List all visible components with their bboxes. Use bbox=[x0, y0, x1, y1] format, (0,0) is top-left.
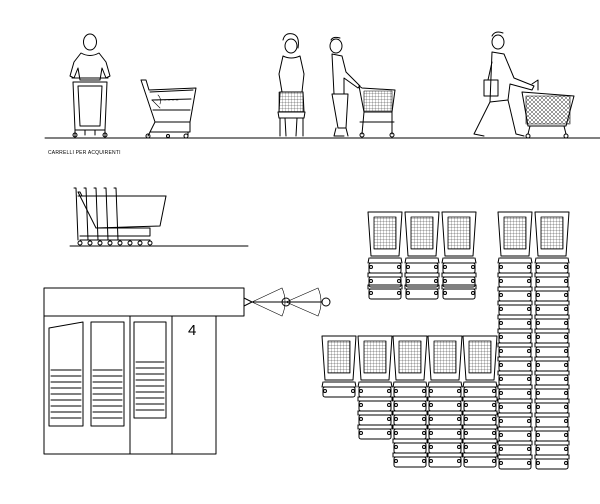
woman-with-basket-cart bbox=[277, 33, 306, 137]
cart-side-view bbox=[140, 79, 197, 139]
cart-plan-row-1 bbox=[367, 211, 477, 300]
nested-carts-side-view bbox=[69, 187, 249, 247]
cart-plan-row-2 bbox=[321, 335, 498, 468]
cart-plan-long-stack-1 bbox=[497, 211, 533, 470]
person-walking-with-cart bbox=[473, 31, 575, 139]
drawing-caption: CARRELLI PER ACQUIRENTI bbox=[48, 150, 121, 156]
bay-number-label: 4 bbox=[188, 322, 197, 339]
woman-side-with-small-cart bbox=[329, 36, 396, 138]
cart-plan-long-stack-2 bbox=[534, 211, 570, 470]
cart-corral-bay bbox=[43, 287, 253, 455]
person-front-with-cart bbox=[69, 33, 111, 138]
door-swing-symbols bbox=[251, 287, 331, 317]
